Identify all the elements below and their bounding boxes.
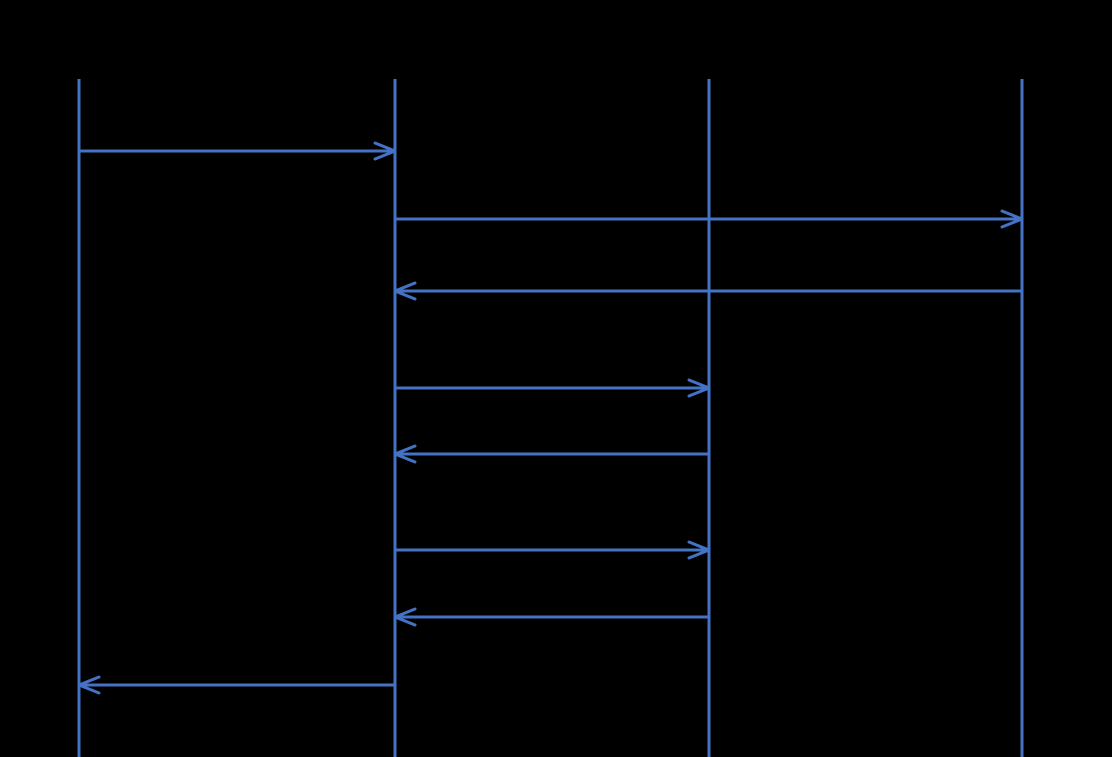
message-arrowhead (393, 444, 417, 456)
message-arrowhead (687, 540, 711, 552)
message-arrowhead (393, 289, 417, 301)
message-arrowhead (687, 548, 711, 560)
message-7 (393, 607, 709, 627)
message-arrowhead (687, 378, 711, 390)
message-arrowhead (1000, 217, 1024, 229)
message-4 (395, 378, 711, 398)
message-8 (77, 675, 395, 695)
message-2 (395, 209, 1024, 229)
message-arrowhead (1000, 209, 1024, 221)
message-5 (393, 444, 709, 464)
message-arrowhead (393, 281, 417, 293)
message-arrowhead (687, 386, 711, 398)
message-arrowhead (373, 141, 397, 153)
message-arrowhead (373, 149, 397, 161)
message-arrowhead (77, 675, 101, 687)
message-arrowhead (393, 452, 417, 464)
message-arrowhead (77, 683, 101, 695)
message-arrowhead (393, 607, 417, 619)
message-3 (393, 281, 1022, 301)
message-6 (395, 540, 711, 560)
message-arrowhead (393, 615, 417, 627)
message-1 (79, 141, 397, 161)
